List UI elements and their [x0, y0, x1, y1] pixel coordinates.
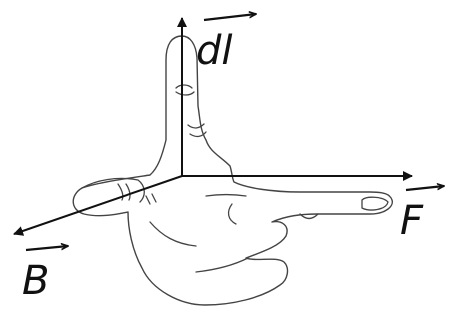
label-force: F: [400, 186, 444, 244]
current-element-label: dl: [196, 28, 233, 74]
label-current-element: dl: [196, 14, 256, 74]
hand-icon: [73, 36, 392, 305]
force-vector-arrow: [406, 186, 444, 190]
current-element-vector-arrow: [204, 14, 256, 20]
force-label: F: [400, 198, 424, 244]
label-field: B: [22, 246, 68, 304]
field-vector-arrow: [26, 246, 68, 250]
field-label: B: [22, 258, 49, 304]
